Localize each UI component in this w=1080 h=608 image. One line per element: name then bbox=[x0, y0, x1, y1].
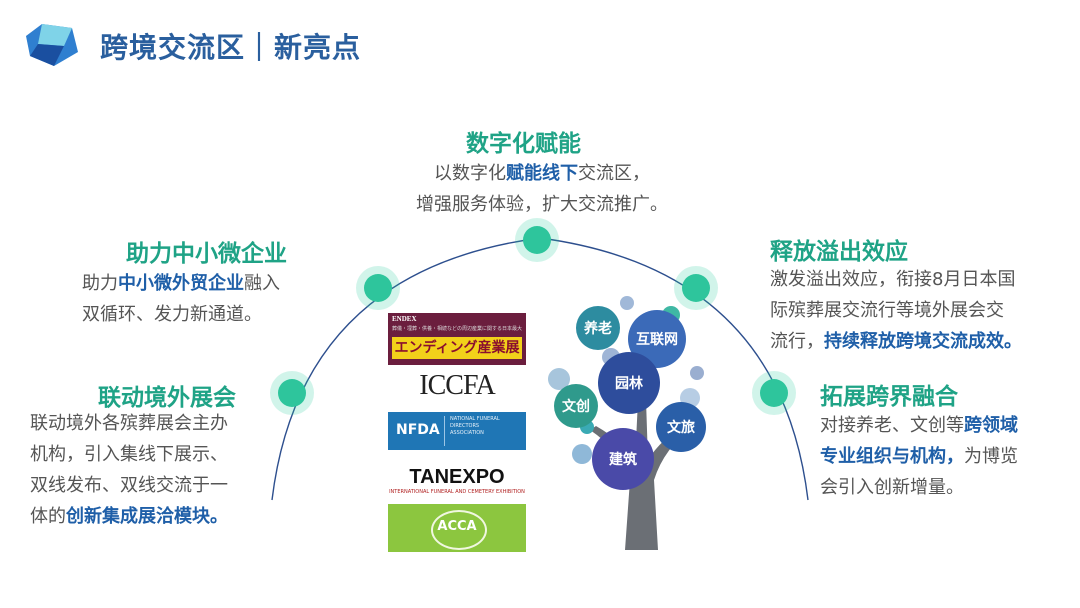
acca-logo: ACCA bbox=[388, 504, 526, 552]
section-heading-digital: 数字化赋能 bbox=[466, 131, 581, 157]
section-text-crossover: 对接养老、文创等跨领域 专业组织与机构，为博览 会引入创新增量。 bbox=[820, 415, 1018, 498]
logo-pentagon-icon bbox=[26, 24, 78, 66]
nfda-logo: NFDA NATIONAL FUNERAL DIRECTORS ASSOCIAT… bbox=[388, 412, 526, 450]
tree-leaf-dot bbox=[690, 366, 704, 380]
page-title: 跨境交流区｜新亮点 bbox=[100, 31, 362, 64]
arc-node-overseas bbox=[270, 371, 314, 415]
tanexpo-logo: TANEXPO INTERNATIONAL FUNERAL AND CEMETE… bbox=[389, 466, 525, 495]
tree-leaf-dot bbox=[620, 296, 634, 310]
tree-bubble-elderly: 养老 bbox=[576, 306, 620, 350]
arc-node-sme bbox=[356, 266, 400, 310]
arc-node-digital bbox=[515, 218, 559, 262]
tree-bubble-garden: 园林 bbox=[598, 352, 660, 414]
tree-bubble-architecture: 建筑 bbox=[592, 428, 654, 490]
section-text-spillover: 激发溢出效应，衔接8月日本国 际殡葬展交流行等境外展会交 流行，持续释放跨境交流… bbox=[770, 269, 1022, 352]
section-heading-overseas: 联动境外展会 bbox=[98, 385, 236, 411]
arc-node-crossover bbox=[752, 371, 796, 415]
tree-bubble-tourism: 文旅 bbox=[656, 402, 706, 452]
tree-leaf-dot bbox=[548, 368, 570, 390]
arc-node-spillover bbox=[674, 266, 718, 310]
endex-logo: ENDEX 葬儀・埋葬・供養・相続などの周辺産業に関する日本最大の専門展 エンデ… bbox=[388, 313, 526, 365]
section-text-overseas: 联动境外各殡葬展会主办 机构，引入集线下展示、 双线发布、双线交流于一 体的创新… bbox=[30, 413, 228, 527]
tree-bubble-culture: 文创 bbox=[554, 384, 598, 428]
iccfa-logo: ICCFA bbox=[419, 370, 495, 401]
section-text-sme: 助力中小微外贸企业融入 双循环、发力新通道。 bbox=[82, 273, 280, 325]
section-heading-crossover: 拓展跨界融合 bbox=[820, 384, 958, 410]
tree-leaf-dot bbox=[572, 444, 592, 464]
section-heading-sme: 助力中小微企业 bbox=[126, 241, 287, 267]
section-heading-spillover: 释放溢出效应 bbox=[770, 239, 908, 265]
section-text-digital: 以数字化赋能线下交流区， 增强服务体验，扩大交流推广。 bbox=[416, 163, 668, 215]
